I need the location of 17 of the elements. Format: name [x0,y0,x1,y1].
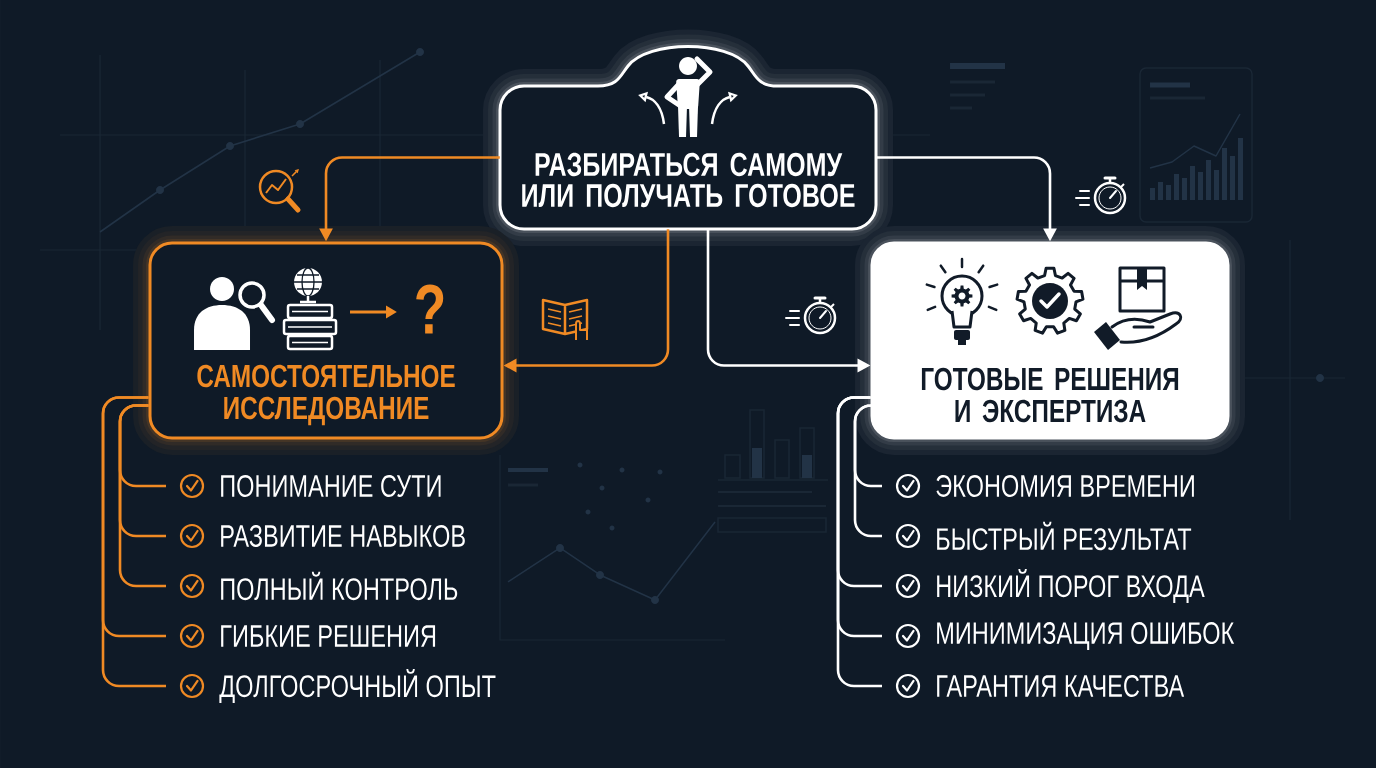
connector-line [118,404,166,588]
checklist-item: ДОЛГОСРОЧНЫЙ ОПЫТ [219,668,496,704]
checklist-item: ПОЛНЫЙ КОНТРОЛЬ [221,571,458,601]
rounded-box: ГОТОВЫЕ РЕШЕНИЯ И ЭКСПЕРТИЗА [870,241,1230,440]
checklist-item: ЭКОНОМИЯ ВРЕМЕНИ [936,475,1194,497]
rounded-box: ? САМОСТОЯТЕЛЬНОЕ ИССЛЕДОВАНИЕ [148,241,504,440]
checklist-item: ПОНИМАНИЕ СУТИ [221,475,441,497]
checklist-item: НИЗКИЙ ПОРОГ ВХОДА [937,568,1205,604]
checklist-item: РАЗВИТИЕ НАВЫКОВ [221,525,465,547]
connector-line [836,396,882,688]
connector-line [853,404,882,538]
connector-line [101,396,166,688]
checklist-item: ГАРАНТИЯ КАЧЕСТВА [937,675,1185,697]
checklist-item: ГИБКИЕ РЕШЕНИЯ [221,625,436,647]
checklist-item: МИНИМИЗАЦИЯ ОШИБОК [937,622,1235,650]
checklist-item: БЫСТРЫЙ РЕЗУЛЬТАТ [937,521,1192,551]
sign-box: РАЗБИРАТЬСЯ САМОМУ ИЛИ ПОЛУЧАТЬ ГОТОВОЕ [498,45,878,231]
